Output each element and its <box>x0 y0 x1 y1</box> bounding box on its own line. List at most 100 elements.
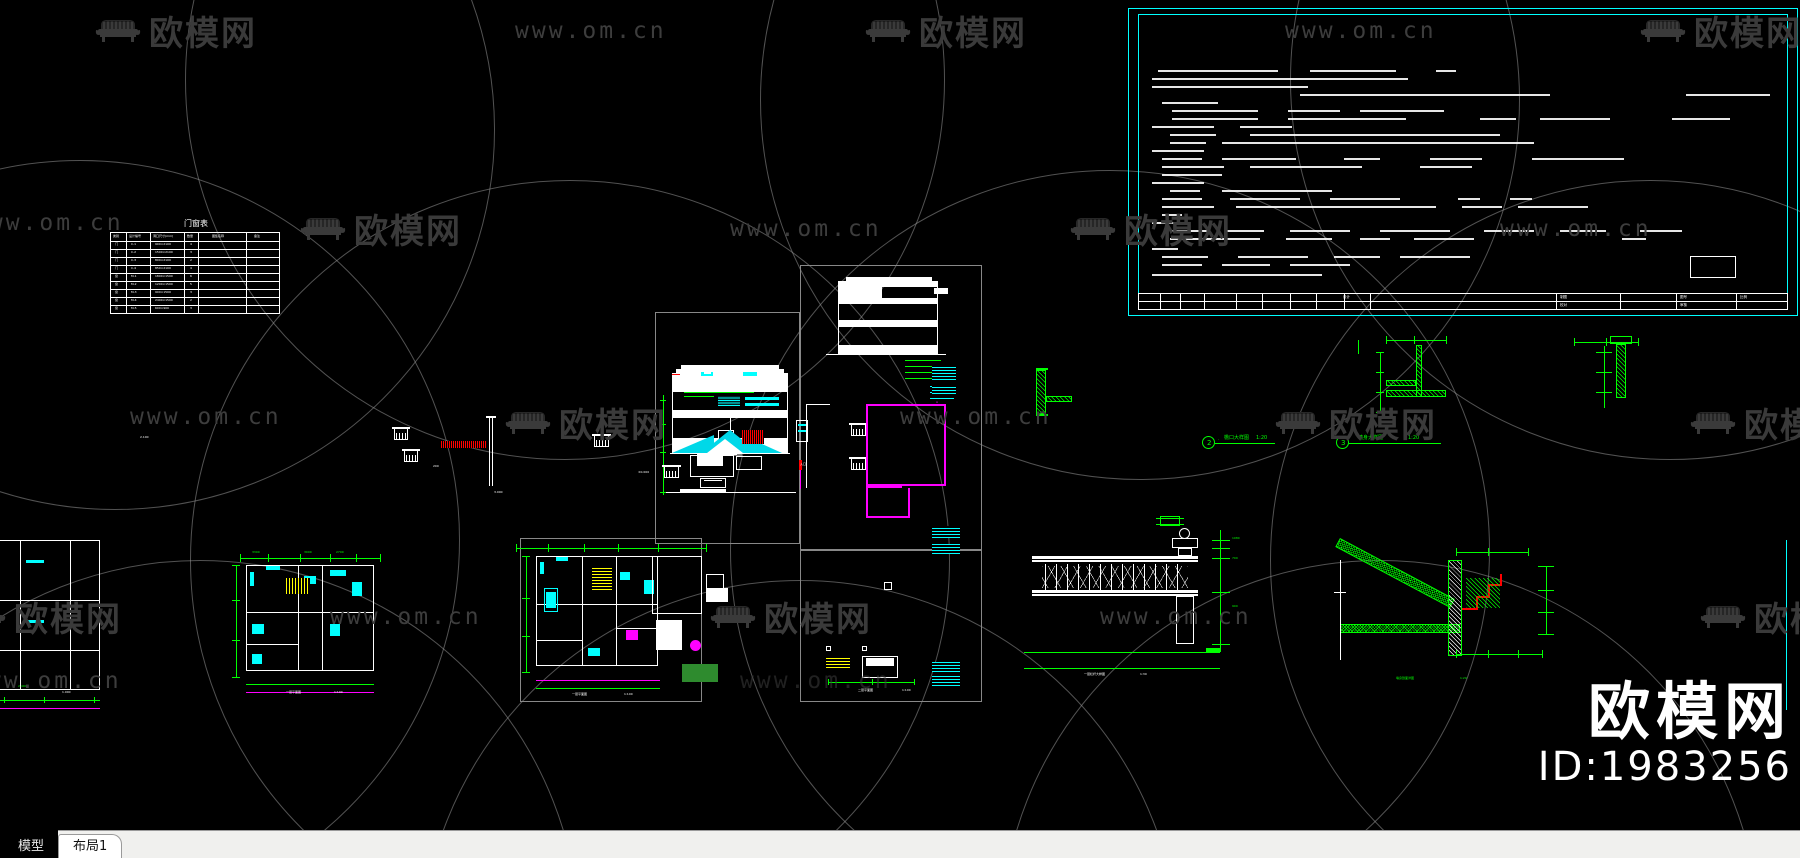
watermark-brand: 欧模网 <box>300 204 462 253</box>
watermark-brand-text: 欧模网 <box>14 600 122 640</box>
layout-tab-strip[interactable]: 模型 布局1 <box>0 830 123 858</box>
viewport-border <box>800 265 982 550</box>
table-row: 800×2100 <box>155 258 171 262</box>
watermark-brand-text: 欧模网 <box>919 14 1027 54</box>
tab-model-label: 模型 <box>18 839 45 854</box>
marker-dot <box>690 640 701 651</box>
table-row: 1500×2100 <box>155 250 173 254</box>
watermark-url: www.om.cn <box>515 18 667 44</box>
table-row: 3 <box>190 306 192 310</box>
watermark-brand-text: 欧模网 <box>149 14 257 54</box>
tab-layout1[interactable]: 布局1 <box>58 834 123 858</box>
table-row: 6 <box>190 274 192 278</box>
table-row: 600×900 <box>155 306 169 310</box>
title-field-8: 比例 <box>1740 295 1747 299</box>
table-row: M-2 <box>131 282 137 286</box>
balustrade-detail-view[interactable]: 1080 700 900 一层栏杆大样图 1:30 <box>0 0 1800 830</box>
title-field-0: 设计 <box>1343 295 1350 299</box>
wall-section-detail-view[interactable]: 墙身剖面详图 1:20 <box>0 0 1800 830</box>
site-boundary <box>866 404 946 486</box>
cornice-detail[interactable]: 3 墙身大样图 1:20 <box>0 0 1800 830</box>
watermark-brand: 欧模网 <box>95 6 257 55</box>
detail-scale-3: 1:20 <box>1408 435 1420 441</box>
watermark-url: www.om.cn <box>900 404 1052 430</box>
plan-outline <box>0 540 100 690</box>
schedule-col-1: 设计编号 <box>129 234 142 238</box>
watermark-brand-text: 欧模网 <box>764 600 872 640</box>
watermark-brand: 欧模网 <box>1700 592 1800 641</box>
watermark-url: www.om.cn <box>330 604 482 630</box>
foundation-plan-view[interactable]: 1.000 2.400 <box>0 0 1800 830</box>
watermark-url: www.om.cn <box>1285 18 1437 44</box>
sheet-border-outer <box>1128 8 1798 316</box>
table-row: 850×2100 <box>155 266 171 270</box>
table-row: M-5 <box>131 306 137 310</box>
schedule-title: 门窗表 <box>184 219 208 228</box>
table-row: C-3 <box>131 258 137 262</box>
table-row: 5 <box>190 282 192 286</box>
table-row: 1200×1500 <box>155 282 173 286</box>
second-floor-plan-view[interactable]: 一层平面图 1:100 <box>0 0 1800 830</box>
table-row: 门 <box>115 250 119 254</box>
watermark-brand: 欧模网 <box>1070 204 1232 253</box>
table-row: 1800×1500 <box>155 274 173 278</box>
misc-center-left: 200 3.000 ±0.000 2.100 <box>140 416 649 494</box>
table-row: M-4 <box>131 298 137 302</box>
first-floor-plan-view[interactable]: 一层平面图 1:100 3300 3000 2700 <box>0 0 1800 830</box>
tab-layout1-label: 布局1 <box>73 839 108 854</box>
table-row: 窗 <box>115 282 119 286</box>
sofa-icon <box>0 602 6 632</box>
detail-scale-2: 1:20 <box>1256 435 1268 441</box>
door-window-schedule[interactable]: 门窗表 类别 设计编号 洞口尺寸(mm) 数量 图集名称 备注 <box>0 0 1800 830</box>
site-plan-view[interactable]: A 入口 <box>0 0 1800 830</box>
watermark-brand: 欧模网 <box>505 398 667 447</box>
table-row: 窗 <box>115 298 119 302</box>
watermark-layer: 欧模网 www.om.cn 欧模网 www.om.cn 欧模网 www.om.c… <box>0 6 1800 694</box>
misc-right-details <box>1358 336 1639 408</box>
table-row: 门 <box>115 258 119 262</box>
watermark-brand: 欧模网 <box>865 6 1027 55</box>
watermark-brand-text: 欧模网 <box>354 212 462 252</box>
watermark-brand-text: 欧模网 <box>1124 212 1232 252</box>
table-row: 2400×1500 <box>155 298 173 302</box>
eave-detail-2[interactable]: 2 檐口大样图 1:20 <box>0 0 1800 830</box>
table-row: C-4 <box>131 266 137 270</box>
table-row: 2 <box>190 258 192 262</box>
watermark-brand: 欧模网 <box>1690 398 1800 447</box>
table-row: 3 <box>190 250 192 254</box>
title-field-3: 审核 <box>1680 303 1687 307</box>
detail-scale-wall: 1:20 <box>1460 676 1467 680</box>
table-row: 900×2100 <box>155 242 171 246</box>
detail-label-2: 檐口大样图 <box>1224 435 1250 441</box>
stamp-box <box>1690 256 1736 278</box>
watermark-url: www.om.cn <box>1100 604 1252 630</box>
watermark-brand-text: 欧模网 <box>1329 406 1437 446</box>
watermark-url: www.om.cn <box>1500 216 1652 242</box>
viewport-border <box>655 312 800 544</box>
watermark-brand: 欧模网 <box>1640 6 1800 55</box>
watermark-brand-text: 欧模网 <box>1754 600 1800 640</box>
plan-outline <box>246 565 374 671</box>
watermark-url: www.om.cn <box>730 216 882 242</box>
watermark-url: www.om.cn <box>130 404 282 430</box>
sofa-icon <box>1275 408 1321 438</box>
table-row: 窗 <box>115 306 119 310</box>
sofa-icon <box>300 214 346 244</box>
table-row: C-2 <box>131 250 137 254</box>
schedule-col-3: 数量 <box>187 234 194 238</box>
cad-drawing-canvas[interactable]: 门窗表 类别 设计编号 洞口尺寸(mm) 数量 图集名称 备注 <box>0 0 1800 830</box>
table-row: M-1 <box>131 274 137 278</box>
watermark-brand-text: 欧模网 <box>1694 14 1800 54</box>
lamp-symbol-cluster <box>392 423 868 478</box>
table-row: 4 <box>190 266 192 270</box>
tab-model[interactable]: 模型 <box>4 836 59 858</box>
detail-label-3: 墙身大样图 <box>1358 435 1384 441</box>
table-row: C-1 <box>131 242 137 246</box>
schedule-col-2: 洞口尺寸(mm) <box>153 234 174 238</box>
general-notes-sheet[interactable]: 设计 制图 图号 比例 校对 审核 <box>0 0 1800 830</box>
table-row: 2 <box>190 298 192 302</box>
rendered-perspective-view[interactable] <box>0 0 1800 830</box>
schedule-col-0: 类别 <box>113 234 120 238</box>
title-field-7: 图号 <box>1680 295 1687 299</box>
roof-plan-view[interactable]: 二层平面图 1:100 <box>0 0 1800 830</box>
